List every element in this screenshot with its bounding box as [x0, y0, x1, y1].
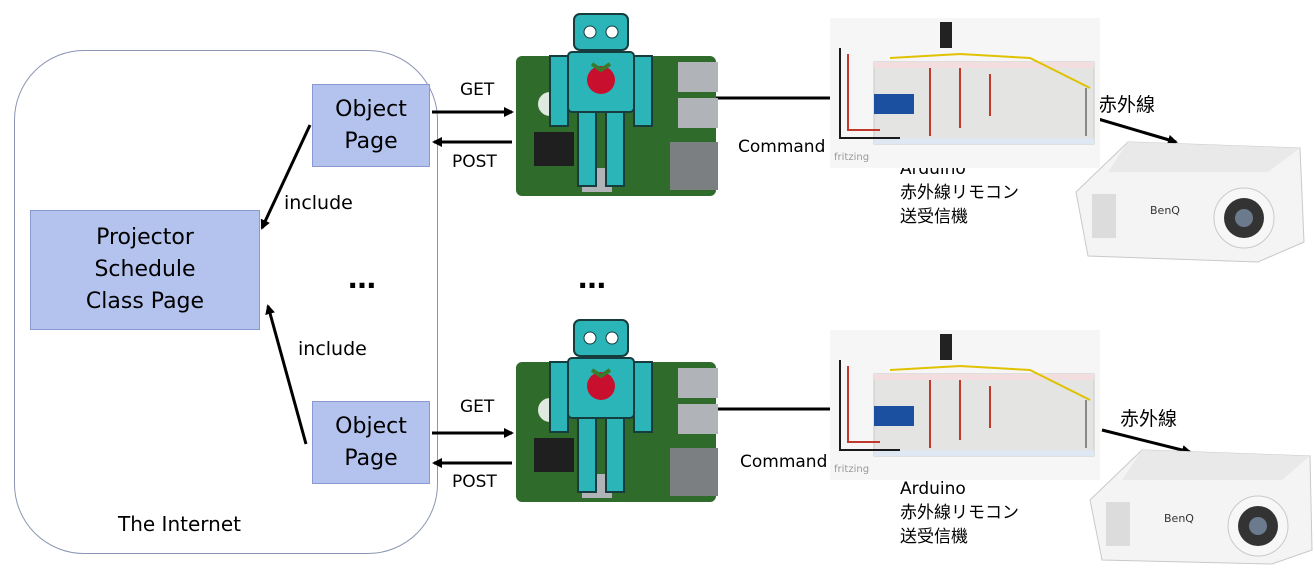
include-label-top: include: [284, 192, 353, 214]
get-label-bottom: GET: [460, 397, 495, 417]
include-arrow-bottom: [265, 304, 308, 445]
internet-region: [14, 50, 438, 554]
raspberry-pi-robot-icon: [512, 318, 722, 508]
internet-label: The Internet: [118, 512, 241, 536]
post-label-bottom: POST: [452, 472, 497, 492]
arduino-breadboard-icon: fritzing: [830, 18, 1100, 168]
include-label-bottom: include: [298, 338, 367, 360]
projector-brand: BenQ: [1150, 204, 1180, 217]
schedule-class-page-box: Projector Schedule Class Page: [30, 210, 260, 330]
raspberry-pi-robot-icon: [512, 12, 722, 202]
get-label-top: GET: [460, 80, 495, 100]
ir-label-bottom: 赤外線: [1120, 408, 1178, 430]
ir-arrow-top: [1087, 114, 1178, 145]
command-label-bottom: Command: [740, 452, 828, 472]
post-label-top: POST: [452, 152, 497, 172]
ir-label-top: 赤外線: [1098, 94, 1156, 116]
command-label-top: Command: [738, 137, 826, 157]
object-page-bottom-box: Object Page: [312, 401, 430, 484]
ellipsis-right: …: [578, 262, 610, 295]
arduino-caption-top: Arduino 赤外線リモコン 送受信機: [900, 159, 1019, 227]
fritzing-watermark: fritzing: [834, 464, 870, 475]
ir-arrow-bottom: [1101, 428, 1192, 455]
object-page-top-box: Object Page: [312, 84, 430, 167]
projector-icon: BenQ: [1082, 440, 1314, 565]
include-arrow-top: [260, 124, 312, 230]
fritzing-watermark: fritzing: [834, 152, 870, 163]
arduino-breadboard-icon: fritzing: [830, 330, 1100, 480]
ellipsis-left: …: [348, 262, 380, 295]
projector-icon: BenQ: [1068, 132, 1308, 266]
arduino-caption-bottom: Arduino 赤外線リモコン 送受信機: [900, 479, 1019, 547]
projector-brand: BenQ: [1164, 512, 1194, 525]
